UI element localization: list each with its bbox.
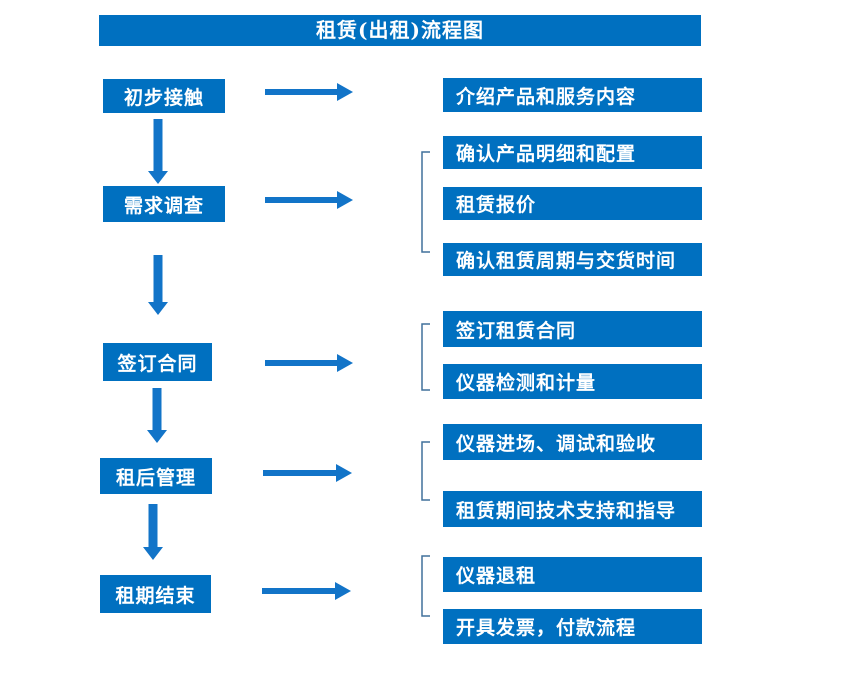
right-arrow-1 xyxy=(265,83,353,101)
output-box-instrument-testing: 仪器检测和计量 xyxy=(443,364,702,399)
bracket-stage-5 xyxy=(421,555,430,617)
down-arrow-2 xyxy=(148,255,168,315)
right-arrow-4 xyxy=(263,464,352,482)
bracket-stage-4 xyxy=(421,441,430,501)
stage-box-demand-survey: 需求调查 xyxy=(103,186,225,222)
right-arrow-5 xyxy=(262,582,351,600)
output-box-instrument-return: 仪器退租 xyxy=(443,557,702,592)
stage-box-sign-contract: 签订合同 xyxy=(103,343,212,381)
right-arrow-3 xyxy=(265,354,353,372)
output-box-rental-quote: 租赁报价 xyxy=(443,187,702,220)
down-arrow-3 xyxy=(147,388,167,443)
down-arrow-4 xyxy=(143,504,163,560)
flowchart-title: 租赁(出租)流程图 xyxy=(99,15,701,46)
stage-box-post-rental-management: 租后管理 xyxy=(100,458,212,494)
stage-box-initial-contact: 初步接触 xyxy=(103,79,225,113)
bracket-stage-3 xyxy=(421,323,430,391)
output-box-instrument-setup-acceptance: 仪器进场、调试和验收 xyxy=(443,424,702,460)
down-arrow-1 xyxy=(148,119,168,184)
output-box-invoice-payment: 开具发票，付款流程 xyxy=(443,609,702,644)
output-box-tech-support: 租赁期间技术支持和指导 xyxy=(443,491,702,527)
output-box-introduce-products: 介绍产品和服务内容 xyxy=(443,78,702,112)
bracket-stage-2 xyxy=(421,151,430,253)
output-box-confirm-period-delivery: 确认租赁周期与交货时间 xyxy=(443,243,702,276)
right-arrow-2 xyxy=(265,191,353,209)
output-box-confirm-product-details: 确认产品明细和配置 xyxy=(443,136,702,169)
output-box-sign-rental-contract: 签订租赁合同 xyxy=(443,311,702,347)
stage-box-rental-end: 租期结束 xyxy=(100,575,211,613)
